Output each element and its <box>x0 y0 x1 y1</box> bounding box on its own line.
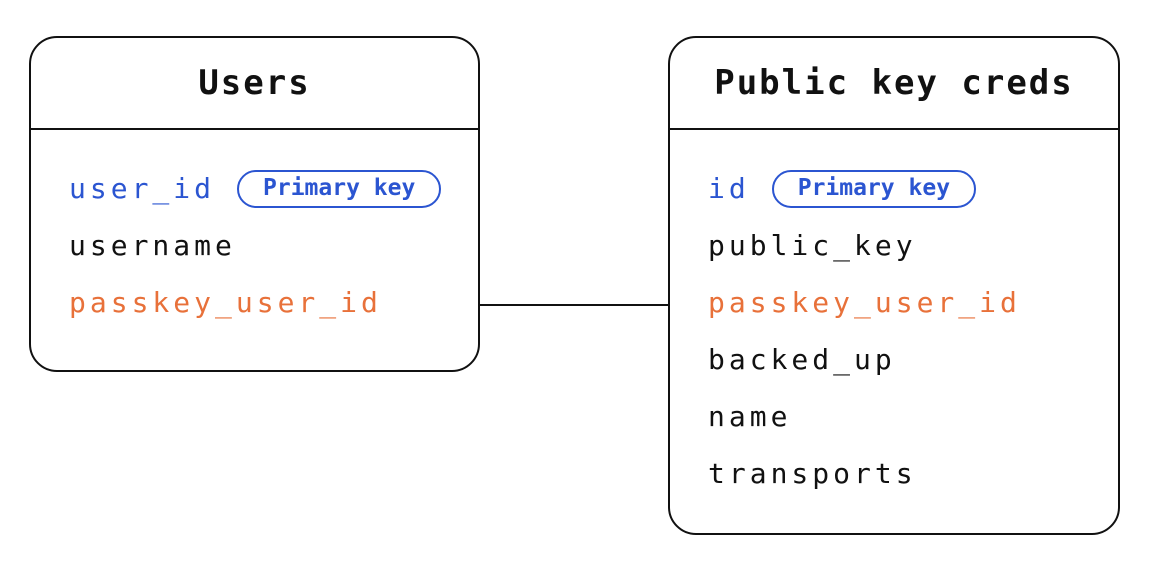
field-name-id: id <box>708 172 750 205</box>
field-name-transports: transports <box>708 457 917 490</box>
field-row-user-id: user_id Primary key <box>69 160 458 217</box>
field-row-passkey-user-id: passkey_user_id <box>69 274 458 331</box>
field-row-public-key: public_key <box>708 217 1098 274</box>
field-name-name: name <box>708 400 792 433</box>
field-name-username: username <box>69 229 236 262</box>
table-body-public-key-creds: id Primary key public_key passkey_user_i… <box>670 130 1118 502</box>
field-name-public-key: public_key <box>708 229 917 262</box>
field-row-name: name <box>708 388 1098 445</box>
field-row-username: username <box>69 217 458 274</box>
field-name-passkey-user-id: passkey_user_id <box>708 286 1021 319</box>
table-title-users: Users <box>31 38 478 130</box>
primary-key-badge: Primary key <box>771 169 977 208</box>
table-body-users: user_id Primary key username passkey_use… <box>31 130 478 331</box>
relationship-line <box>480 304 668 306</box>
field-name-user-id: user_id <box>69 172 216 205</box>
field-row-transports: transports <box>708 445 1098 502</box>
primary-key-badge: Primary key <box>237 169 442 208</box>
field-row-passkey-user-id: passkey_user_id <box>708 274 1098 331</box>
field-row-backed-up: backed_up <box>708 331 1098 388</box>
field-name-backed-up: backed_up <box>708 343 896 376</box>
field-row-id: id Primary key <box>708 160 1098 217</box>
table-node-users: Users user_id Primary key username passk… <box>29 36 480 372</box>
table-node-public-key-creds: Public key creds id Primary key public_k… <box>668 36 1120 535</box>
table-title-public-key-creds: Public key creds <box>670 38 1118 130</box>
field-name-passkey-user-id: passkey_user_id <box>69 286 382 319</box>
